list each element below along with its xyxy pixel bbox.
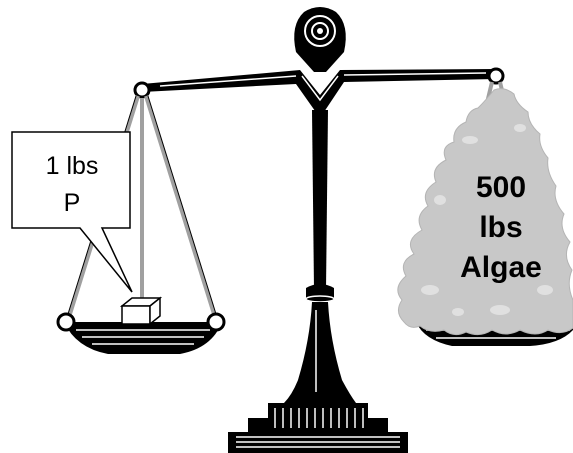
algae-label-amount: 500 [475,171,527,204]
algae-label-substance: Algae [460,251,542,284]
phosphorus-label-element: P [63,189,81,217]
algae-pile [397,88,573,336]
algae-label: 500 lbs Algae [436,168,566,288]
phosphorus-label-weight: 1 lbs [45,152,99,180]
phosphorus-label: 1 lbs P [22,148,122,222]
weight-callout [11,131,133,293]
algae-label-unit: lbs [479,211,523,244]
scale-base [228,403,408,453]
phosphorus-weight-box [119,296,163,326]
scale-column [284,110,356,403]
scale-finial [294,7,346,72]
scale-beam [133,67,505,118]
left-pan [56,312,226,354]
